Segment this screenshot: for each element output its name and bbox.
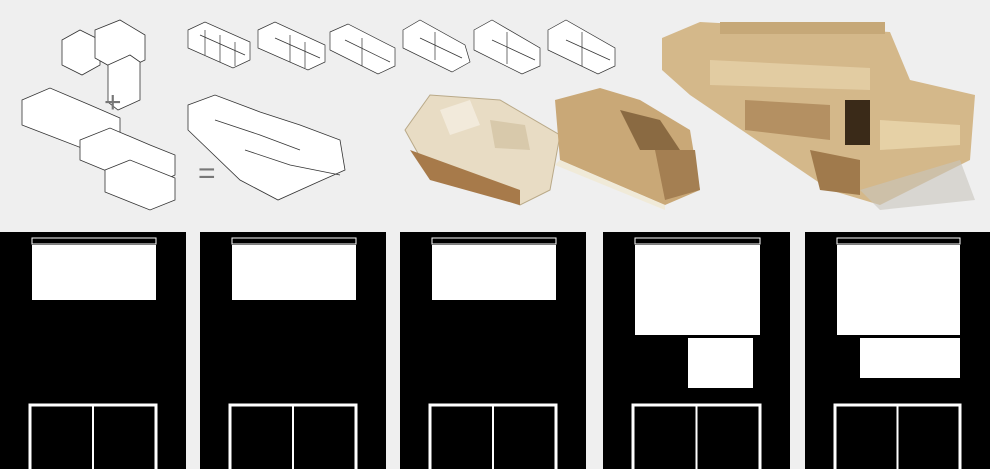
block-step-2	[257, 21, 326, 71]
floor-plan-3	[400, 232, 586, 469]
axonometric-combined	[187, 94, 346, 201]
plan-room-upper	[635, 245, 760, 335]
block-sequence	[187, 19, 616, 75]
block-step-3	[329, 23, 396, 75]
large-section-model-photo	[662, 22, 975, 210]
floor-plan-2	[200, 232, 386, 469]
cardboard-model-photo	[555, 88, 700, 210]
plan-wall	[31, 237, 157, 245]
plan-room-upper	[32, 245, 156, 300]
plan-room-lower	[688, 338, 753, 388]
plan-room-upper	[232, 245, 356, 300]
plan-room-lower	[860, 338, 960, 378]
floor-plans	[0, 232, 990, 469]
plan-wall	[836, 237, 961, 245]
plan-wall	[431, 237, 557, 245]
block-step-1	[187, 21, 251, 69]
floor-plan-4	[603, 232, 790, 469]
block-step-6	[547, 19, 616, 75]
floor-plan-1	[0, 232, 186, 469]
block-step-4	[402, 19, 471, 73]
plan-wall	[231, 237, 357, 245]
axonometric-volumes-left	[21, 19, 176, 211]
plan-room-upper	[837, 245, 960, 335]
foam-model-photo	[404, 94, 561, 206]
floor-plan-5	[805, 232, 990, 469]
plus-symbol: +	[104, 86, 122, 119]
block-step-5	[473, 19, 541, 75]
plan-room-upper	[432, 245, 556, 300]
plan-wall	[634, 237, 761, 245]
equals-symbol: =	[198, 157, 216, 190]
